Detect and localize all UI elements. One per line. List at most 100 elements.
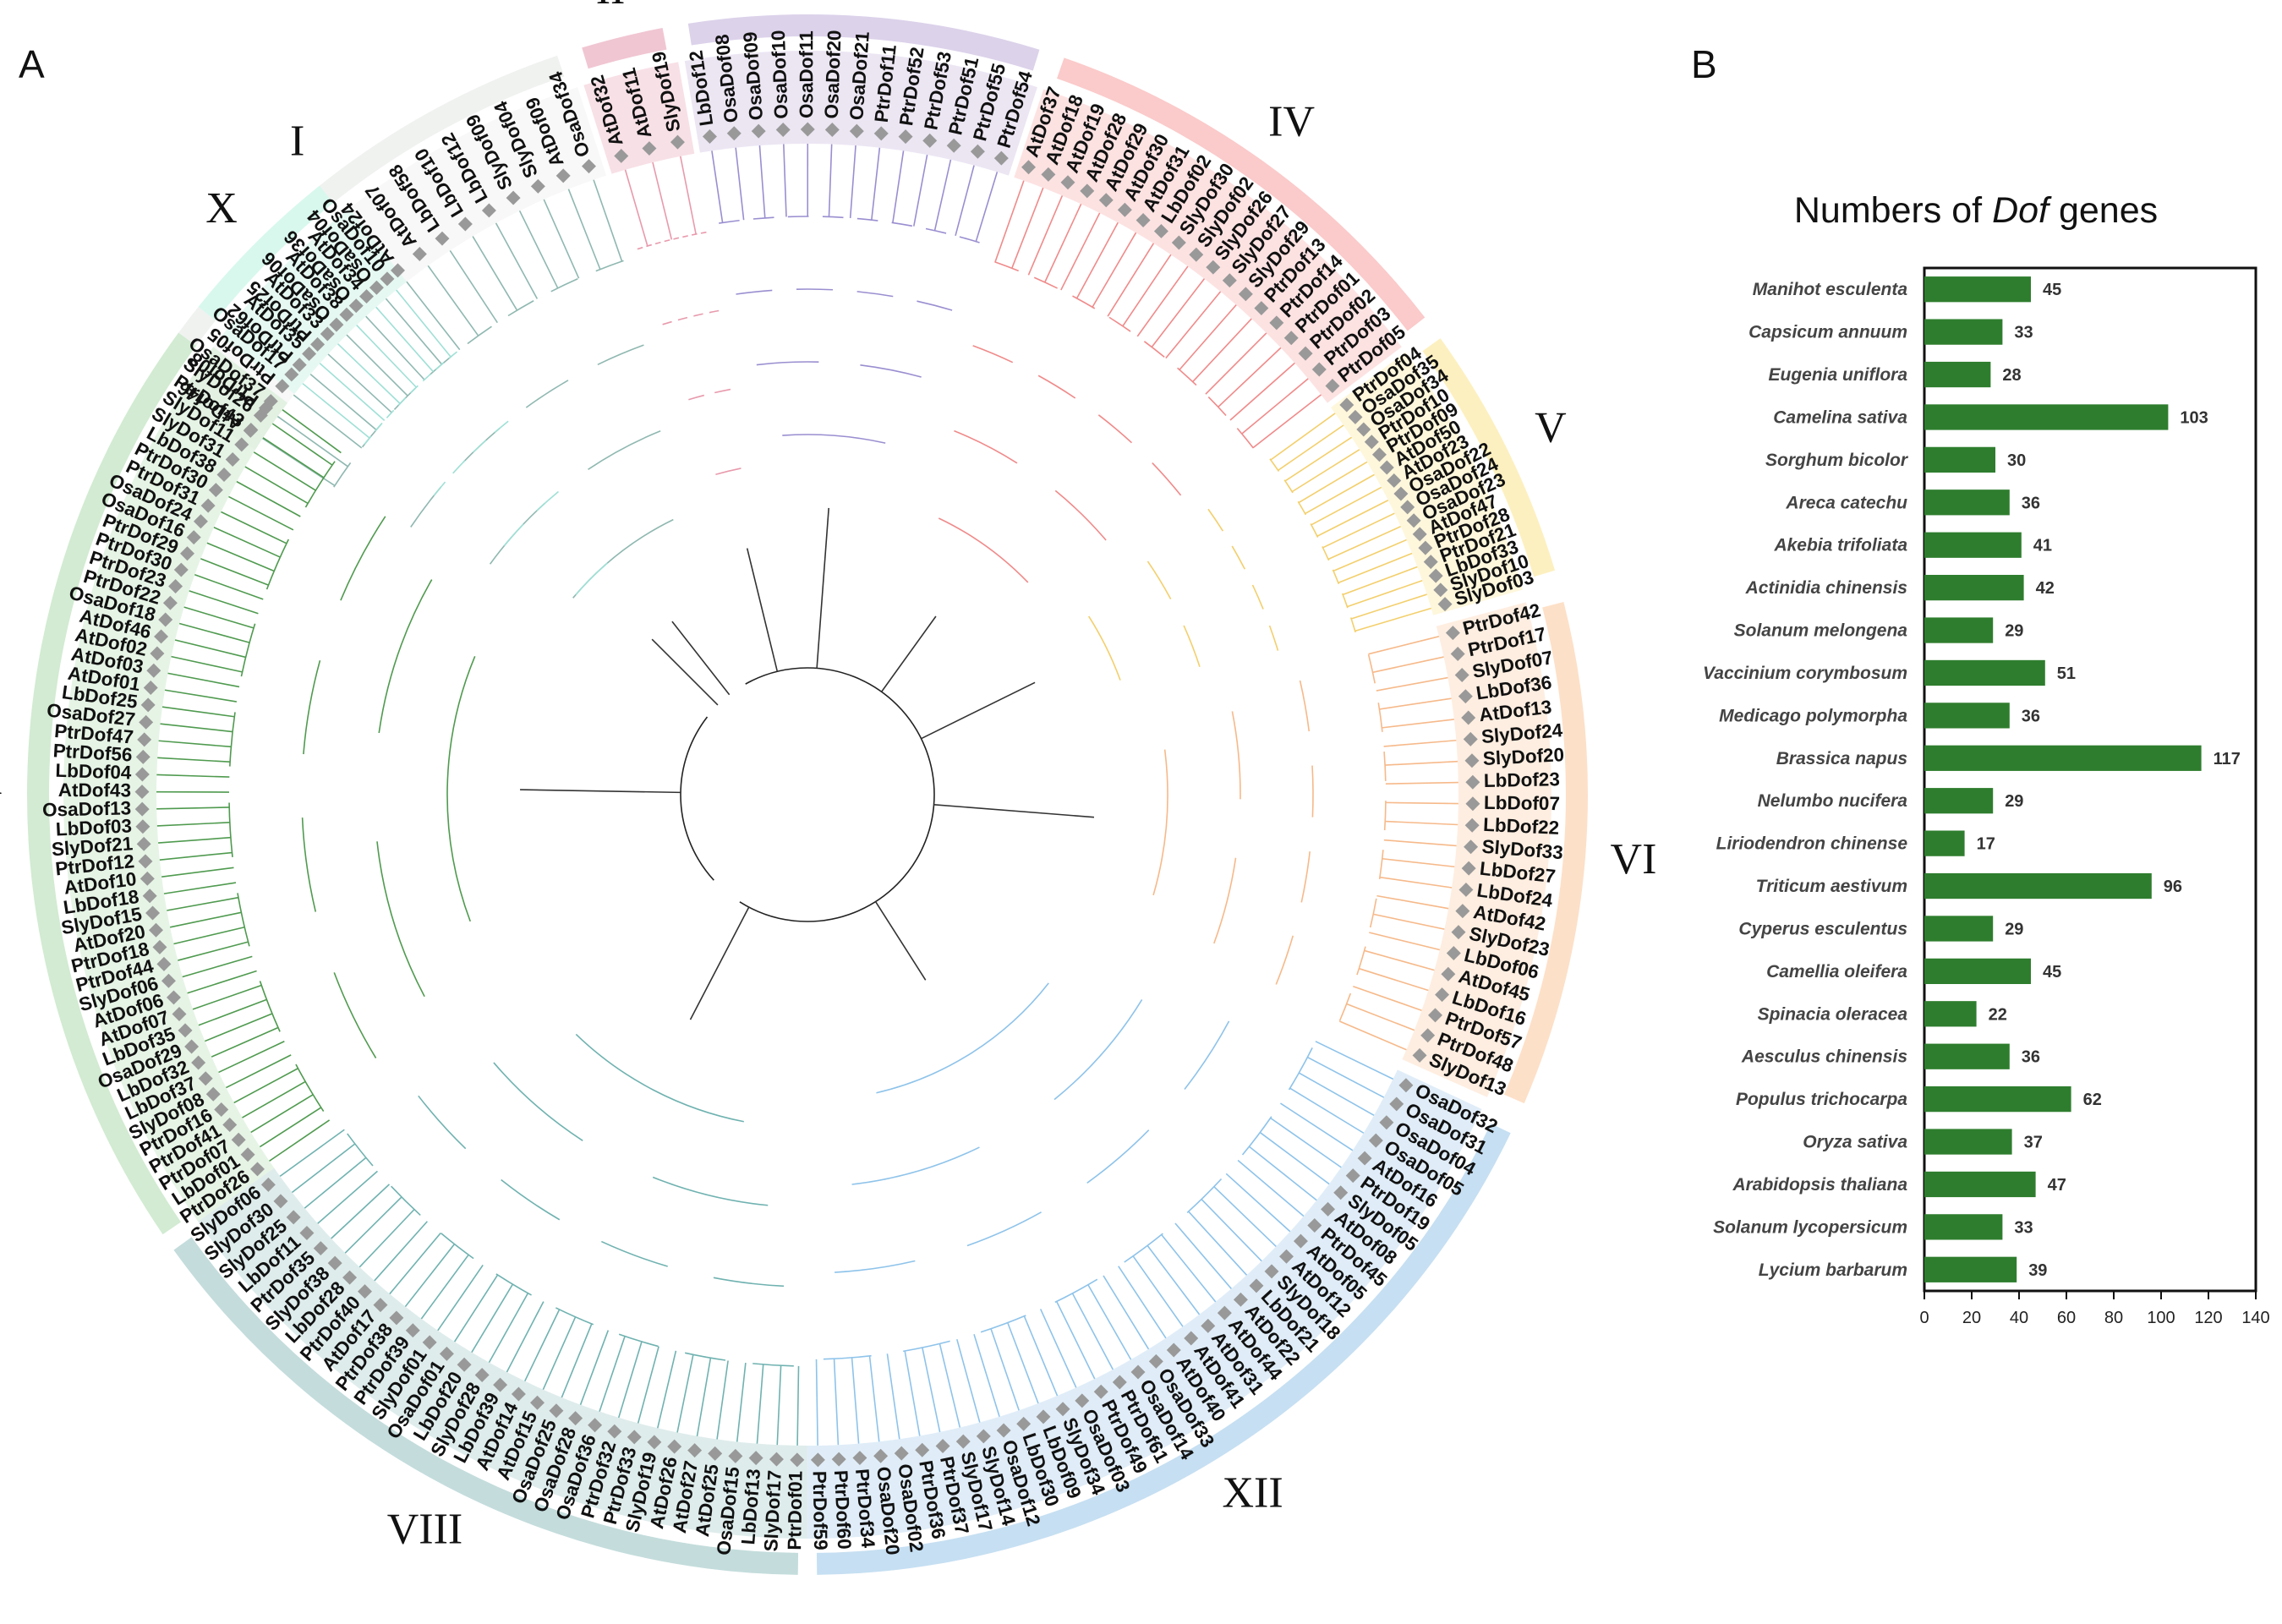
leaf-branch [1373,913,1445,930]
subclade-arc [375,422,383,432]
subclade-arc [1097,414,1133,444]
leaf-diamond [275,379,290,394]
leaf-diamond [1418,540,1433,555]
leaf-diamond [1075,1393,1090,1408]
leaf-branch [1165,291,1222,359]
value-label: 33 [2014,324,2033,342]
subclade-arc [1311,765,1314,817]
bar [1924,1256,2017,1282]
leaf-branch [1179,304,1237,370]
leaf-diamond [457,1357,472,1372]
leaf-diamond [1130,1364,1146,1380]
subclade-arc [980,1315,1026,1333]
category-label: Spinacia oleracea [1758,1004,1908,1024]
leaf-branch [358,1209,415,1268]
leaf-diamond [873,1448,889,1463]
leaf-label: LbDof07 [1484,792,1560,814]
leaf-diamond [137,732,152,747]
leaf-branch [1023,1315,1059,1397]
leaf-branch [488,1293,529,1364]
leaf-diamond [1357,1151,1372,1166]
leaf-diamond [412,246,427,261]
leaf-diamond [1433,582,1448,598]
leaf-diamond [474,1368,490,1382]
leaf-branch [617,1341,643,1419]
subclade-arc [1369,898,1377,928]
subclade-arc [446,655,476,922]
leaf-branch [309,374,377,431]
value-label: 47 [2048,1176,2066,1195]
leaf-diamond [359,289,375,304]
leaf-diamond [1455,904,1470,919]
leaf-branch [178,941,249,961]
clade-arc-X [198,185,334,321]
subclade-arc [1299,680,1311,732]
x-tick-label: 120 [2194,1309,2222,1327]
leaf-diamond [135,749,150,764]
subclade-arc [851,1146,980,1185]
leaf-branch [331,1184,391,1239]
leaf-diamond [457,216,473,232]
leaf-branch [1237,1159,1305,1217]
leaf-diamond [849,123,864,139]
leaf-diamond [143,681,158,695]
category-label: Aesculus chinensis [1741,1047,1907,1067]
subclade-arc [1356,946,1366,976]
leaf-branch [1027,195,1064,276]
subclade-arc [228,802,233,857]
leaf-branch [406,281,461,351]
leaf-branch [1252,394,1322,449]
value-label: 29 [2005,792,2023,811]
leaf-diamond [193,514,208,529]
leaf-branch [1382,857,1455,868]
value-label: 30 [2007,451,2026,470]
subclade-arc [1322,546,1330,561]
leaf-diamond [1233,1292,1248,1307]
chart-title-prefix: Numbers of [1794,190,1992,231]
subclade-arc [265,539,289,590]
leaf-branch [1146,1244,1201,1315]
subclade-arc [303,659,321,755]
leaf-branch [1044,203,1082,283]
bar [1924,1129,2012,1155]
leaf-branch [1011,187,1044,269]
leaf-diamond [1461,710,1476,725]
leaf-diamond [790,1452,805,1468]
leaf-diamond [292,358,307,373]
subclade-arc [495,1273,532,1296]
leaf-diamond [647,1435,662,1450]
leaf-diamond [748,1451,763,1466]
leaf-label: SlyDof20 [1482,744,1564,769]
leaf-diamond [955,1434,971,1449]
subclade-arc [1231,545,1246,570]
bar [1924,1001,1977,1027]
leaf-diamond [751,123,766,139]
category-label: Oryza sativa [1803,1133,1907,1152]
leaf-branch [1368,636,1440,655]
leaf-diamond [1201,1318,1216,1333]
leaf-diamond [154,629,169,644]
leaf-branch [365,315,425,380]
leaf-diamond [173,562,189,577]
leaf-branch [518,210,559,289]
leaf-diamond [208,483,223,498]
leaf-branch [1060,212,1101,291]
chart-title-italic: Dof [1992,190,2052,231]
leaf-branch [156,822,230,827]
clade-label-VI: VI [1611,835,1657,883]
subclade-arc [333,972,377,1058]
leaf-branch [167,896,239,911]
leaf-branch [250,1094,314,1134]
subclade-arc [664,239,670,243]
leaf-label: LbDof04 [55,760,132,784]
leaf-label: OsaDof13 [42,797,132,820]
leaf-branch [178,622,250,643]
leaf-branch [886,1353,900,1440]
leaf-branch [1383,739,1457,747]
leaf-branch [851,1357,860,1444]
category-label: Areca catechu [1785,493,1907,512]
leaf-branch [228,495,294,531]
leaf-branch [211,1026,279,1058]
clade-background-XII [807,1069,1482,1539]
leaf-diamond [1184,1331,1199,1346]
